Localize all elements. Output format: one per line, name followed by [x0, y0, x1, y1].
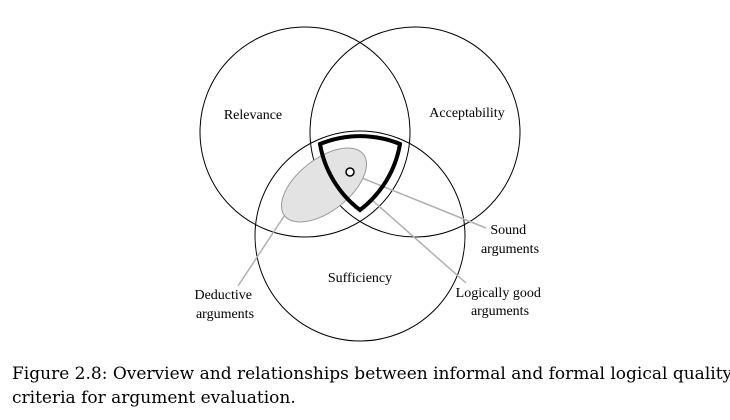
acceptability-circle: [309, 26, 521, 238]
logically-good-region-outline: [317, 134, 403, 213]
logically-good-arguments-label: Logically good arguments: [456, 286, 545, 319]
relevance-label: Relevance: [224, 108, 282, 123]
venn-diagram: Relevance Acceptability Sufficiency Dedu…: [194, 26, 545, 342]
caption-line-2: criteria for argument evaluation.: [12, 388, 296, 408]
relevance-circle: [199, 26, 411, 238]
deductive-label-line1: Deductive: [194, 288, 252, 303]
deductive-label-line2: arguments: [196, 307, 254, 322]
acceptability-label: Acceptability: [429, 106, 504, 121]
sound-label-line1: Sound: [490, 223, 526, 238]
deductive-arguments-ellipse: [280, 147, 368, 223]
logically-good-leader-line: [371, 199, 467, 284]
sound-arguments-label: Sound arguments: [481, 223, 539, 257]
sound-label-line2: arguments: [481, 242, 539, 257]
sufficiency-circle: [254, 130, 466, 342]
logically-good-label-line2: arguments: [471, 304, 529, 319]
sound-leader-line: [351, 173, 487, 229]
figure-caption: Figure 2.8: Overview and relationships b…: [12, 362, 730, 410]
caption-line-1: Figure 2.8: Overview and relationships b…: [12, 364, 730, 384]
logically-good-label-line1: Logically good: [456, 286, 541, 301]
sufficiency-label: Sufficiency: [328, 271, 392, 286]
sound-arguments-marker: [345, 167, 355, 177]
deductive-arguments-label: Deductive arguments: [194, 288, 255, 322]
